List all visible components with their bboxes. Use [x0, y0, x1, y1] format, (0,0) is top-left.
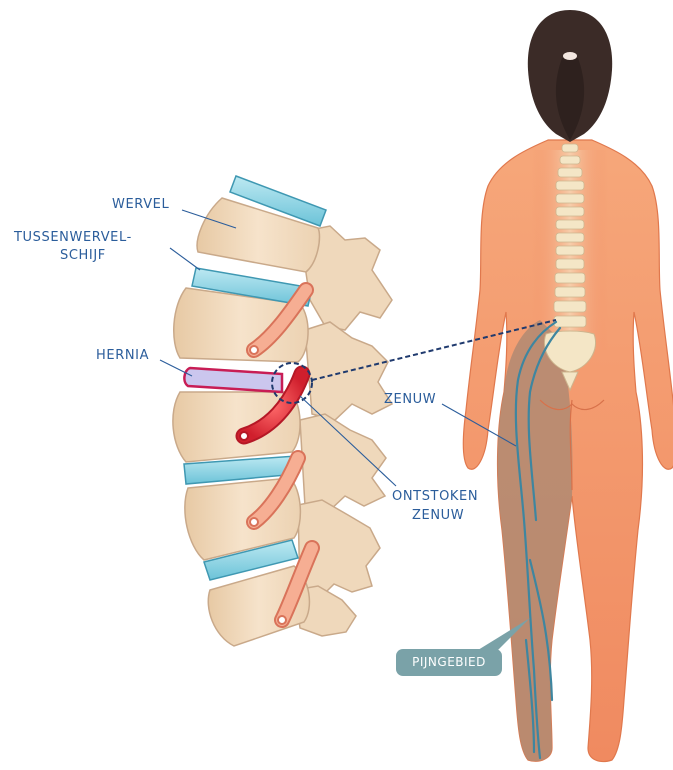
label-tussenwervelschijf-1: TUSSENWERVEL-	[14, 228, 132, 247]
label-ontstoken-1: ONTSTOKEN	[392, 487, 478, 506]
label-pijngebied: PIJNGEBIED	[396, 649, 502, 676]
lumbar-spine	[173, 176, 392, 646]
label-tussenwervelschijf-2: SCHIJF	[60, 246, 106, 265]
label-ontstoken-2: ZENUW	[412, 506, 464, 525]
label-hernia: HERNIA	[96, 346, 149, 365]
label-zenuw: ZENUW	[384, 390, 436, 409]
herniated-disc	[184, 368, 282, 392]
label-wervel: WERVEL	[112, 195, 169, 214]
